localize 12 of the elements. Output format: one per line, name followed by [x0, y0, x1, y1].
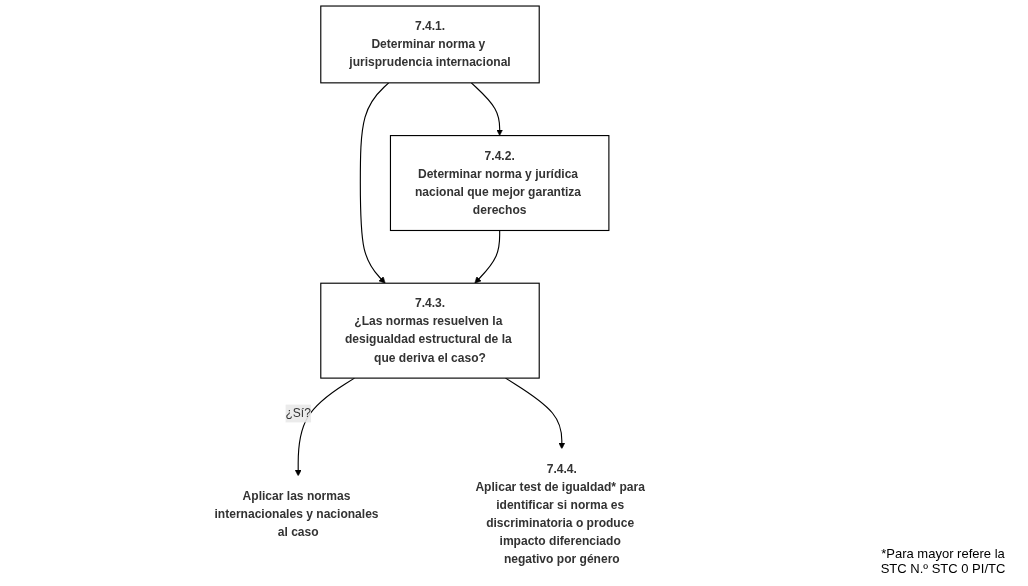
arrow — [474, 229, 501, 284]
node-box: 7.4.1. Determinar norma y jurisprudencia internacional — [320, 5, 540, 84]
edge-label: ¿Sí? — [285, 406, 311, 420]
arrow — [470, 82, 503, 136]
arrow — [294, 377, 356, 477]
arrow — [359, 82, 390, 284]
node-text: Aplicar las normas internacionales y nacionales al caso — [214, 489, 379, 539]
node-box: 7.4.2. Determinar norma y jurídica nacional que mejor garantiza derechos — [389, 135, 610, 232]
arrow — [504, 377, 566, 450]
footnote: *Para mayor refere la STC N.º STC 0 PI/TC — [879, 546, 1007, 576]
node-text: 7.4.4. Aplicar test de igualdad* para identificar si norma es discriminatoria o produce impacto diferenciado negativo por género — [475, 462, 645, 566]
node-box: 7.4.3. ¿Las normas resuelven la desigualdad estructural de la que deriva el caso? — [320, 282, 540, 379]
